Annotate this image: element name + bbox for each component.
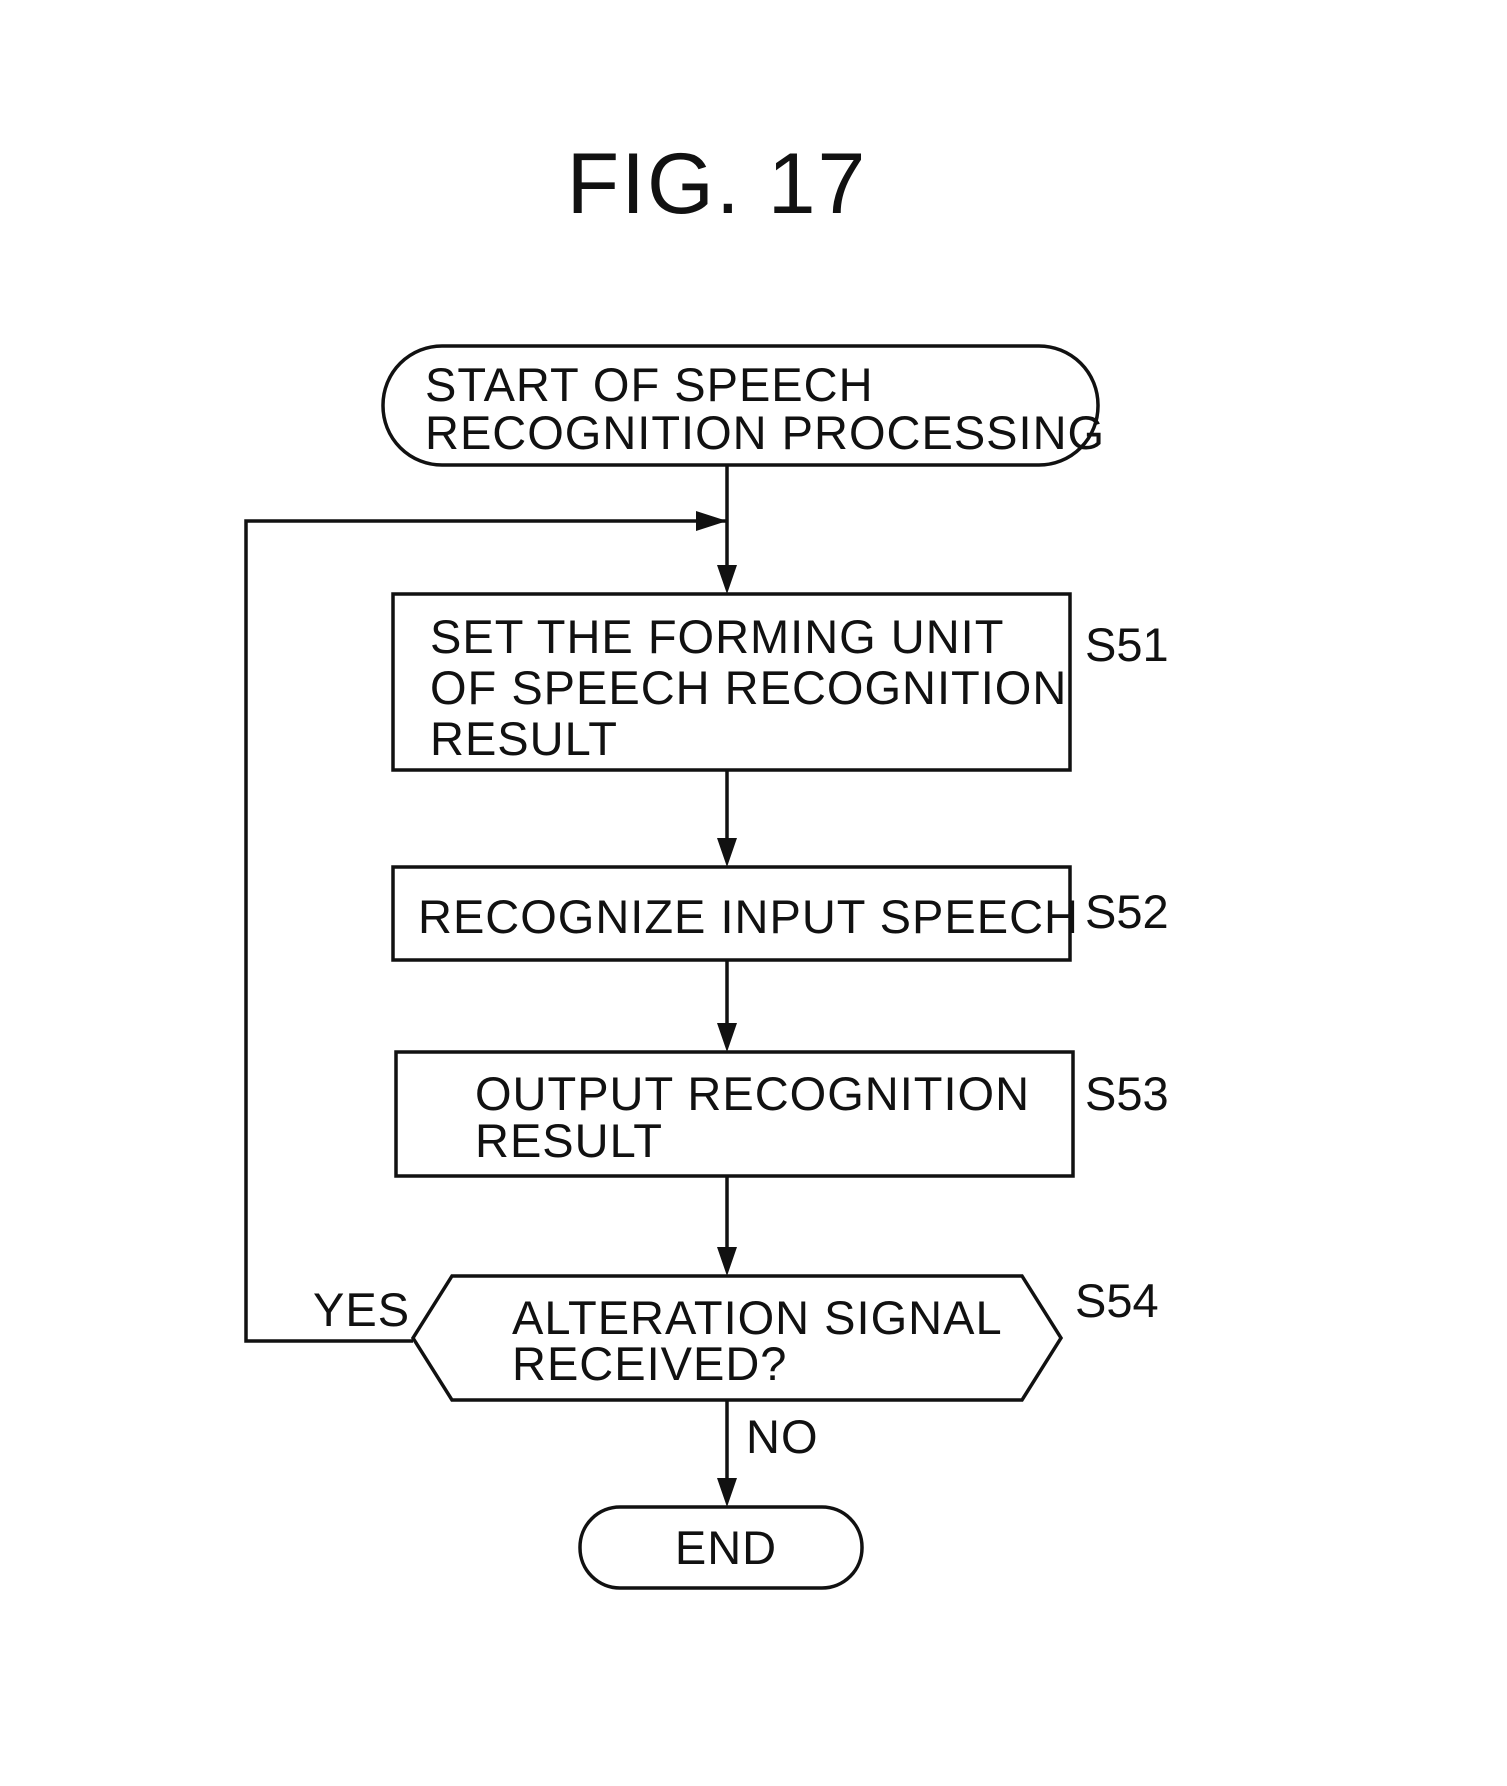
process-box-s51: SET THE FORMING UNIT OF SPEECH RECOGNITI…: [393, 594, 1169, 770]
arrowhead-into-s51: [717, 565, 737, 594]
arrowhead-into-s52: [717, 838, 737, 867]
decision-s54: ALTERATION SIGNAL RECEIVED? S54 YES: [313, 1274, 1159, 1400]
step-label-s52: S52: [1085, 885, 1169, 938]
end-terminal: END: [580, 1507, 862, 1588]
step-label-s51: S51: [1085, 618, 1169, 671]
start-label-line2: RECOGNITION PROCESSING: [425, 406, 1105, 459]
process-box-s53: OUTPUT RECOGNITION RESULT S53: [396, 1052, 1169, 1176]
s51-line1: SET THE FORMING UNIT: [430, 610, 1004, 663]
process-box-s52: RECOGNIZE INPUT SPEECH S52: [393, 867, 1169, 960]
arrowhead-into-s53: [717, 1023, 737, 1052]
s52-line1: RECOGNIZE INPUT SPEECH: [418, 890, 1079, 943]
step-label-s53: S53: [1085, 1067, 1169, 1120]
s51-line2: OF SPEECH RECOGNITION: [430, 661, 1067, 714]
arrowhead-into-s54: [717, 1247, 737, 1276]
s53-line1: OUTPUT RECOGNITION: [475, 1067, 1030, 1120]
figure-title: FIG. 17: [567, 136, 868, 232]
start-label-line1: START OF SPEECH: [425, 358, 874, 411]
s54-line2: RECEIVED?: [512, 1337, 787, 1390]
end-label: END: [675, 1521, 777, 1574]
s51-line3: RESULT: [430, 712, 618, 765]
no-branch-label: NO: [746, 1410, 819, 1463]
step-label-s54: S54: [1075, 1274, 1159, 1327]
yes-branch-label: YES: [313, 1283, 410, 1336]
start-terminal: START OF SPEECH RECOGNITION PROCESSING: [383, 346, 1105, 465]
loop-back-arrowhead: [696, 511, 727, 531]
s53-line2: RESULT: [475, 1114, 663, 1167]
arrowhead-into-end: [717, 1478, 737, 1507]
